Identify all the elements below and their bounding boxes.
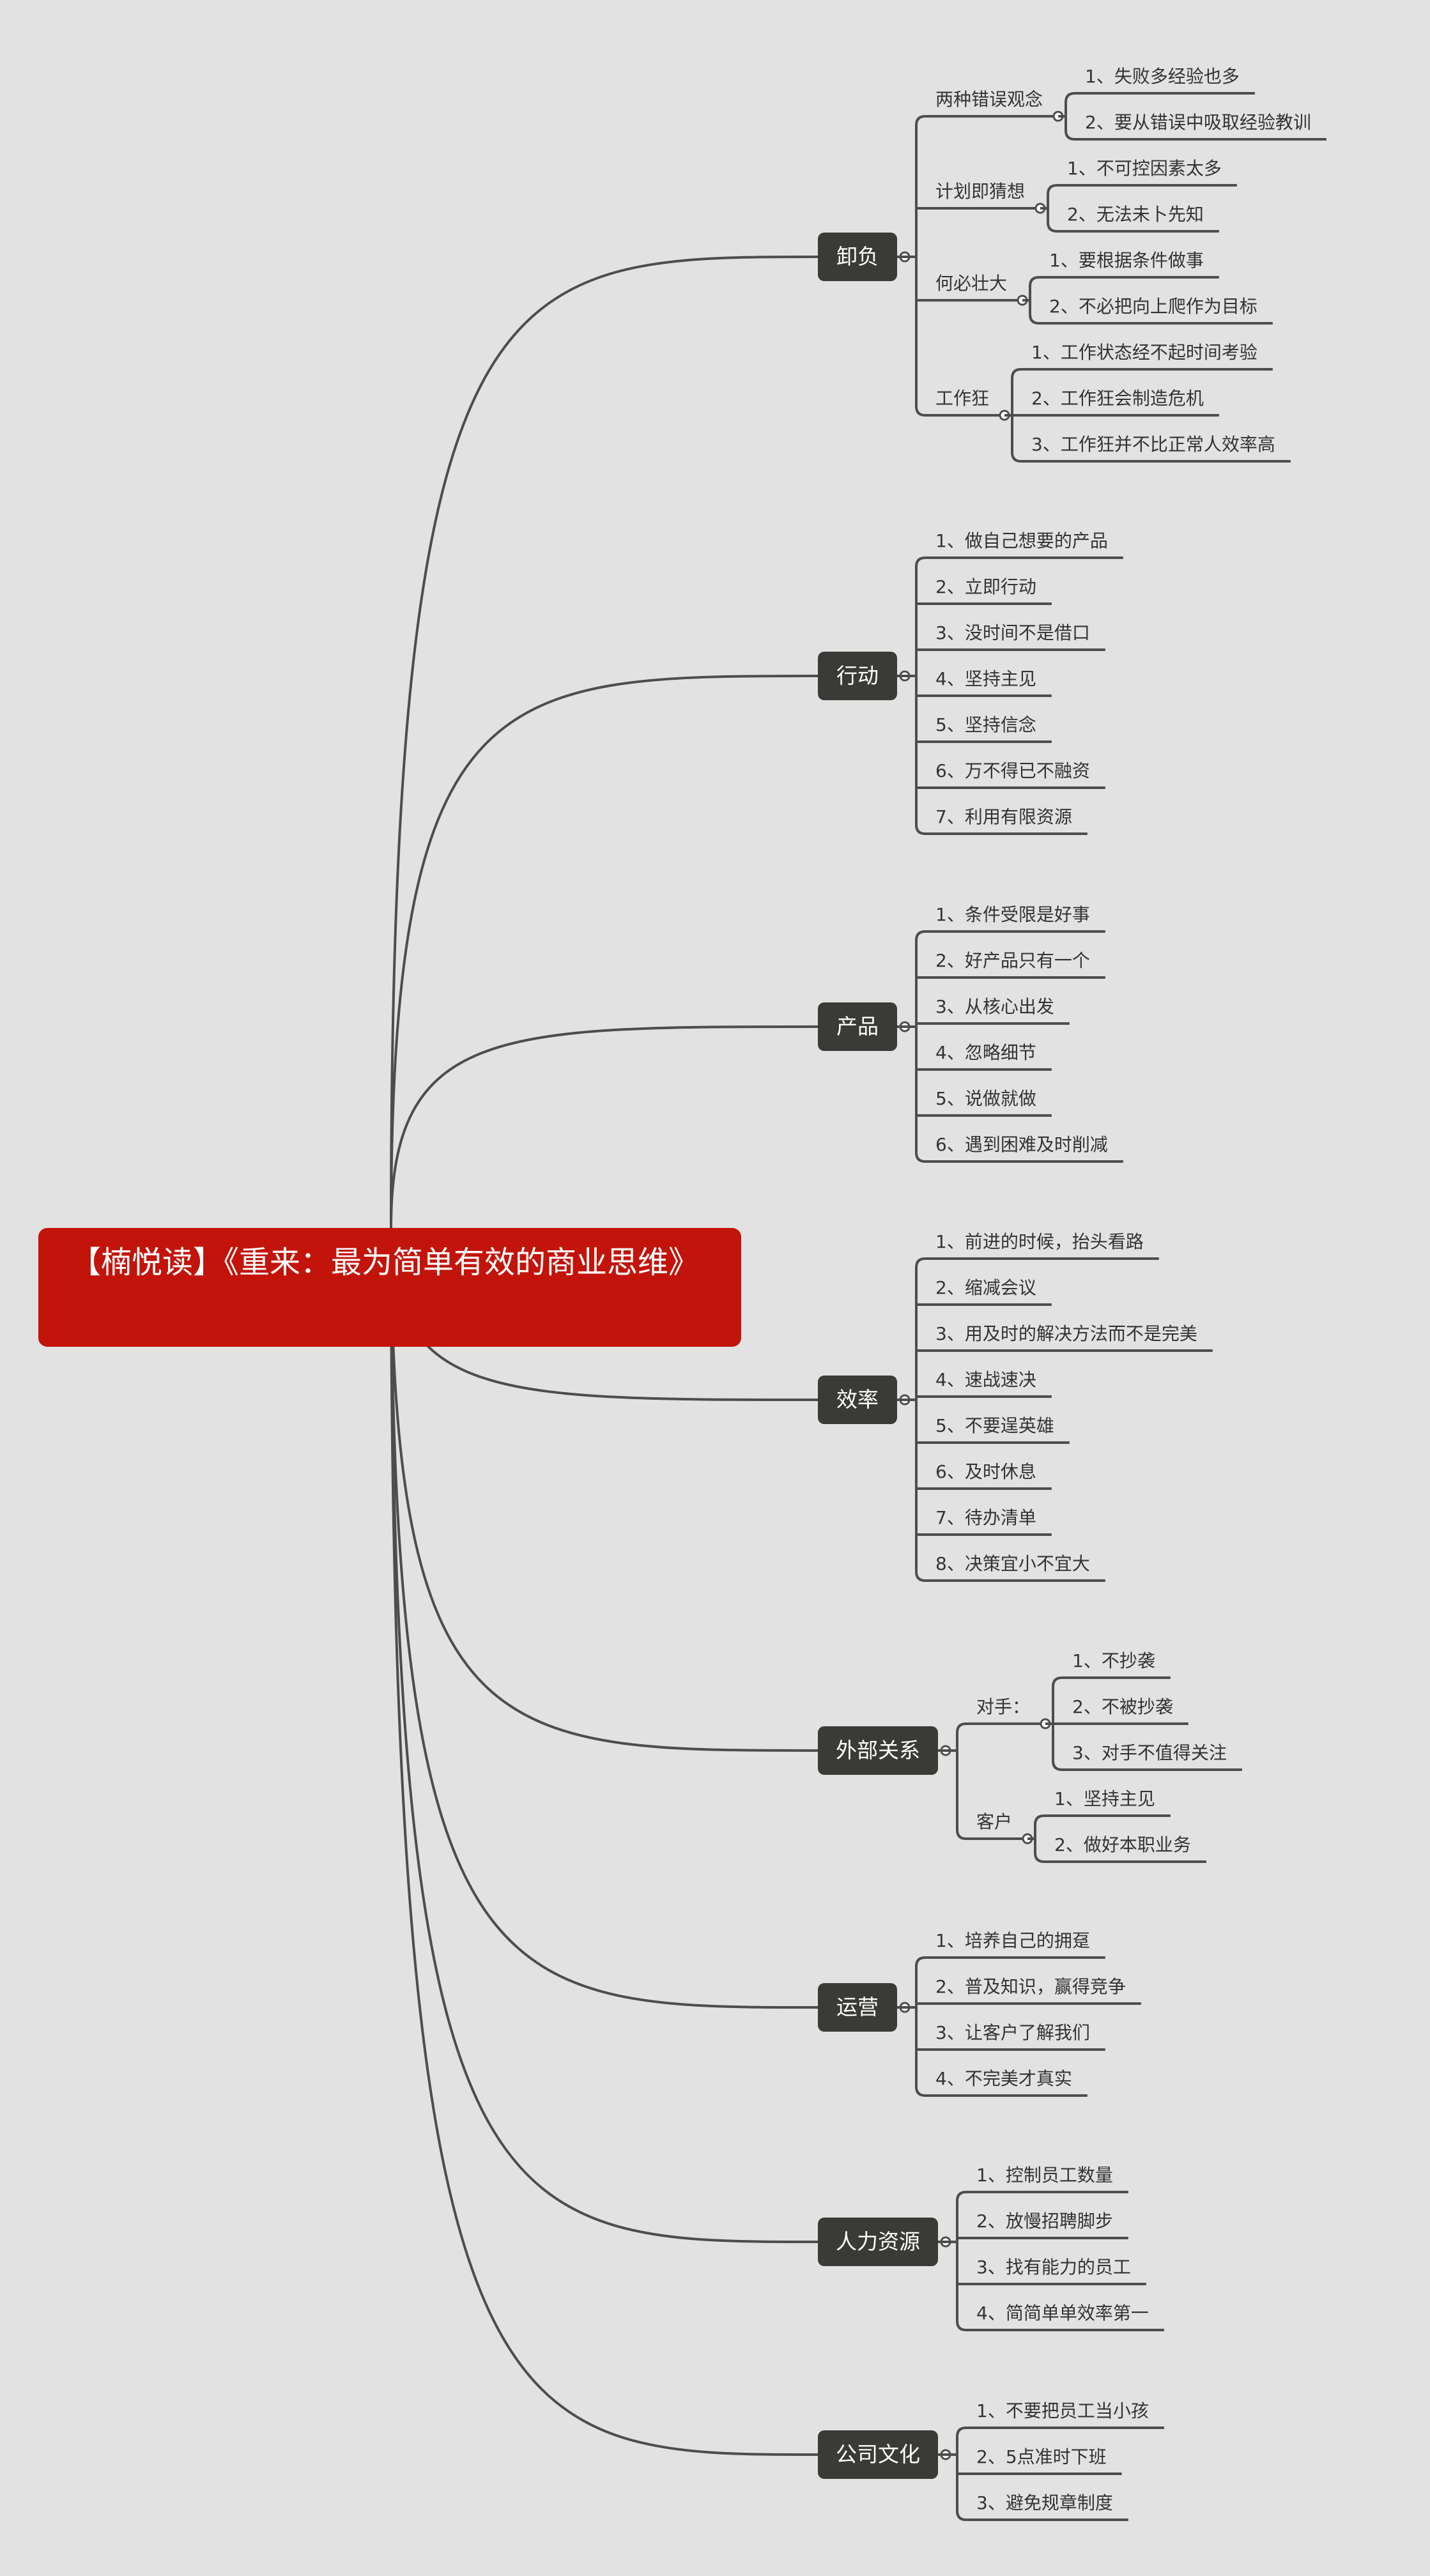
bracket-corner [915, 930, 926, 941]
bracket-corner [956, 2191, 967, 2202]
branch-3[interactable]: 效率 [818, 1376, 897, 1424]
bracket-corner [915, 115, 926, 126]
group-label[interactable]: 何必壮大 [935, 273, 1008, 294]
branch-5-item[interactable]: 1、培养自己的拥趸 [935, 1930, 1090, 1951]
branch-5-item[interactable]: 2、普及知识，赢得竞争 [935, 1976, 1126, 1997]
branch-7-item[interactable]: 1、不要把员工当小孩 [976, 2400, 1149, 2421]
bracket-corner [1052, 1676, 1063, 1687]
group-1-item[interactable]: 2、无法未卜先知 [1067, 204, 1204, 225]
root-topic[interactable]: 【楠悦读】《重来：最为简单有效的商业思维》 [38, 1228, 741, 1347]
bracket-corner [915, 1257, 926, 1268]
bracket-corner [956, 1829, 967, 1840]
branch-1-item[interactable]: 4、坚持主见 [935, 668, 1036, 689]
group-0-item[interactable]: 3、对手不值得关注 [1072, 1742, 1227, 1763]
bracket-corner [1034, 1852, 1045, 1863]
group-2-item[interactable]: 2、不必把向上爬作为目标 [1049, 296, 1257, 317]
branch-curve [390, 1227, 819, 2456]
bracket-corner [915, 1956, 926, 1967]
bracket-corner [956, 2510, 967, 2521]
group-0-item[interactable]: 1、不抄袭 [1072, 1650, 1155, 1671]
bracket-corner [1029, 314, 1040, 325]
bracket-corner [1047, 222, 1057, 233]
bracket-corner [1011, 368, 1022, 379]
branch-4[interactable]: 外部关系 [818, 1726, 938, 1775]
group-label[interactable]: 对手： [976, 1696, 1031, 1717]
group-0-item[interactable]: 2、要从错误中吸取经验教训 [1085, 112, 1311, 133]
branch-1-item[interactable]: 6、万不得已不融资 [935, 760, 1090, 781]
branch-3-item[interactable]: 7、待办清单 [935, 1507, 1036, 1528]
branch-3-item[interactable]: 5、不要逞英雄 [935, 1415, 1054, 1436]
bracket-corner [956, 2320, 967, 2331]
branch-7[interactable]: 公司文化 [818, 2430, 938, 2479]
branch-curve [390, 256, 819, 1229]
bracket-corner [915, 2086, 926, 2097]
branch-2-item[interactable]: 6、遇到困难及时削减 [935, 1134, 1108, 1155]
branch-7-item[interactable]: 3、避免规章制度 [976, 2492, 1113, 2513]
branch-2[interactable]: 产品 [818, 1002, 897, 1051]
bracket-corner [1065, 130, 1075, 141]
branch-curve [390, 1227, 819, 2243]
branch-2-item[interactable]: 3、从核心出发 [935, 996, 1054, 1017]
bracket-corner [1052, 1760, 1063, 1771]
branch-2-item[interactable]: 1、条件受限是好事 [935, 904, 1090, 925]
branch-6-item[interactable]: 3、找有能力的员工 [976, 2257, 1131, 2278]
branch-6[interactable]: 人力资源 [818, 2218, 938, 2266]
group-label[interactable]: 两种错误观念 [935, 89, 1043, 110]
branch-2-item[interactable]: 5、说做就做 [935, 1088, 1036, 1109]
group-0-item[interactable]: 1、失败多经验也多 [1085, 66, 1240, 87]
branch-2-item[interactable]: 2、好产品只有一个 [935, 950, 1090, 971]
bracket-corner [1065, 92, 1075, 103]
branch-5-item[interactable]: 3、让客户了解我们 [935, 2022, 1090, 2043]
branch-3-item[interactable]: 2、缩减会议 [935, 1277, 1036, 1298]
group-0-item[interactable]: 2、不被抄袭 [1072, 1696, 1173, 1717]
branch-3-item[interactable]: 6、及时休息 [935, 1461, 1036, 1482]
group-label[interactable]: 计划即猜想 [935, 181, 1026, 202]
branch-0[interactable]: 卸负 [818, 233, 897, 281]
group-2-item[interactable]: 1、要根据条件做事 [1049, 250, 1204, 271]
branch-2-item[interactable]: 4、忽略细节 [935, 1042, 1036, 1063]
branch-3-item[interactable]: 1、前进的时候，抬头看路 [935, 1231, 1144, 1252]
branch-1-item[interactable]: 7、利用有限资源 [935, 806, 1072, 827]
bracket-corner [1047, 184, 1057, 195]
bracket-corner [915, 1152, 926, 1163]
bracket-corner [956, 2426, 967, 2437]
branch-1-item[interactable]: 2、立即行动 [935, 576, 1036, 597]
branch-6-item[interactable]: 2、放慢招聘脚步 [976, 2211, 1113, 2232]
group-3-item[interactable]: 2、工作狂会制造危机 [1031, 388, 1204, 409]
branch-6-item[interactable]: 1、控制员工数量 [976, 2165, 1113, 2186]
branch-curve [390, 1025, 819, 1229]
bracket-corner [915, 556, 926, 567]
branch-curve [390, 1227, 819, 2009]
branch-3-item[interactable]: 4、速战速决 [935, 1369, 1036, 1390]
branch-curve [390, 1227, 819, 1752]
branch-curve [390, 675, 819, 1229]
branch-1-item[interactable]: 3、没时间不是借口 [935, 622, 1090, 643]
branch-3-item[interactable]: 8、决策宜小不宜大 [935, 1553, 1090, 1574]
group-1-item[interactable]: 2、做好本职业务 [1054, 1834, 1191, 1855]
branch-1-item[interactable]: 5、坚持信念 [935, 714, 1036, 735]
bracket-corner [956, 1722, 967, 1733]
group-1-item[interactable]: 1、坚持主见 [1054, 1788, 1155, 1809]
branch-1-item[interactable]: 1、做自己想要的产品 [935, 530, 1108, 551]
group-3-item[interactable]: 3、工作狂并不比正常人效率高 [1031, 434, 1275, 455]
bracket-corner [915, 824, 926, 835]
group-label[interactable]: 工作狂 [935, 388, 990, 409]
bracket-corner [915, 406, 926, 417]
bracket-corner [1034, 1814, 1045, 1825]
bracket-corner [1029, 276, 1040, 287]
bracket-corner [915, 1571, 926, 1582]
branch-5[interactable]: 运营 [818, 1983, 897, 2032]
bracket-corner [1011, 452, 1022, 463]
branch-6-item[interactable]: 4、简简单单效率第一 [976, 2303, 1149, 2324]
group-3-item[interactable]: 1、工作状态经不起时间考验 [1031, 342, 1257, 363]
group-1-item[interactable]: 1、不可控因素太多 [1067, 158, 1222, 179]
branch-7-item[interactable]: 2、5点准时下班 [976, 2446, 1107, 2467]
group-label[interactable]: 客户 [976, 1811, 1013, 1832]
branch-3-item[interactable]: 3、用及时的解决方法而不是完美 [935, 1323, 1197, 1344]
branch-1[interactable]: 行动 [818, 652, 897, 700]
branch-5-item[interactable]: 4、不完美才真实 [935, 2068, 1072, 2089]
